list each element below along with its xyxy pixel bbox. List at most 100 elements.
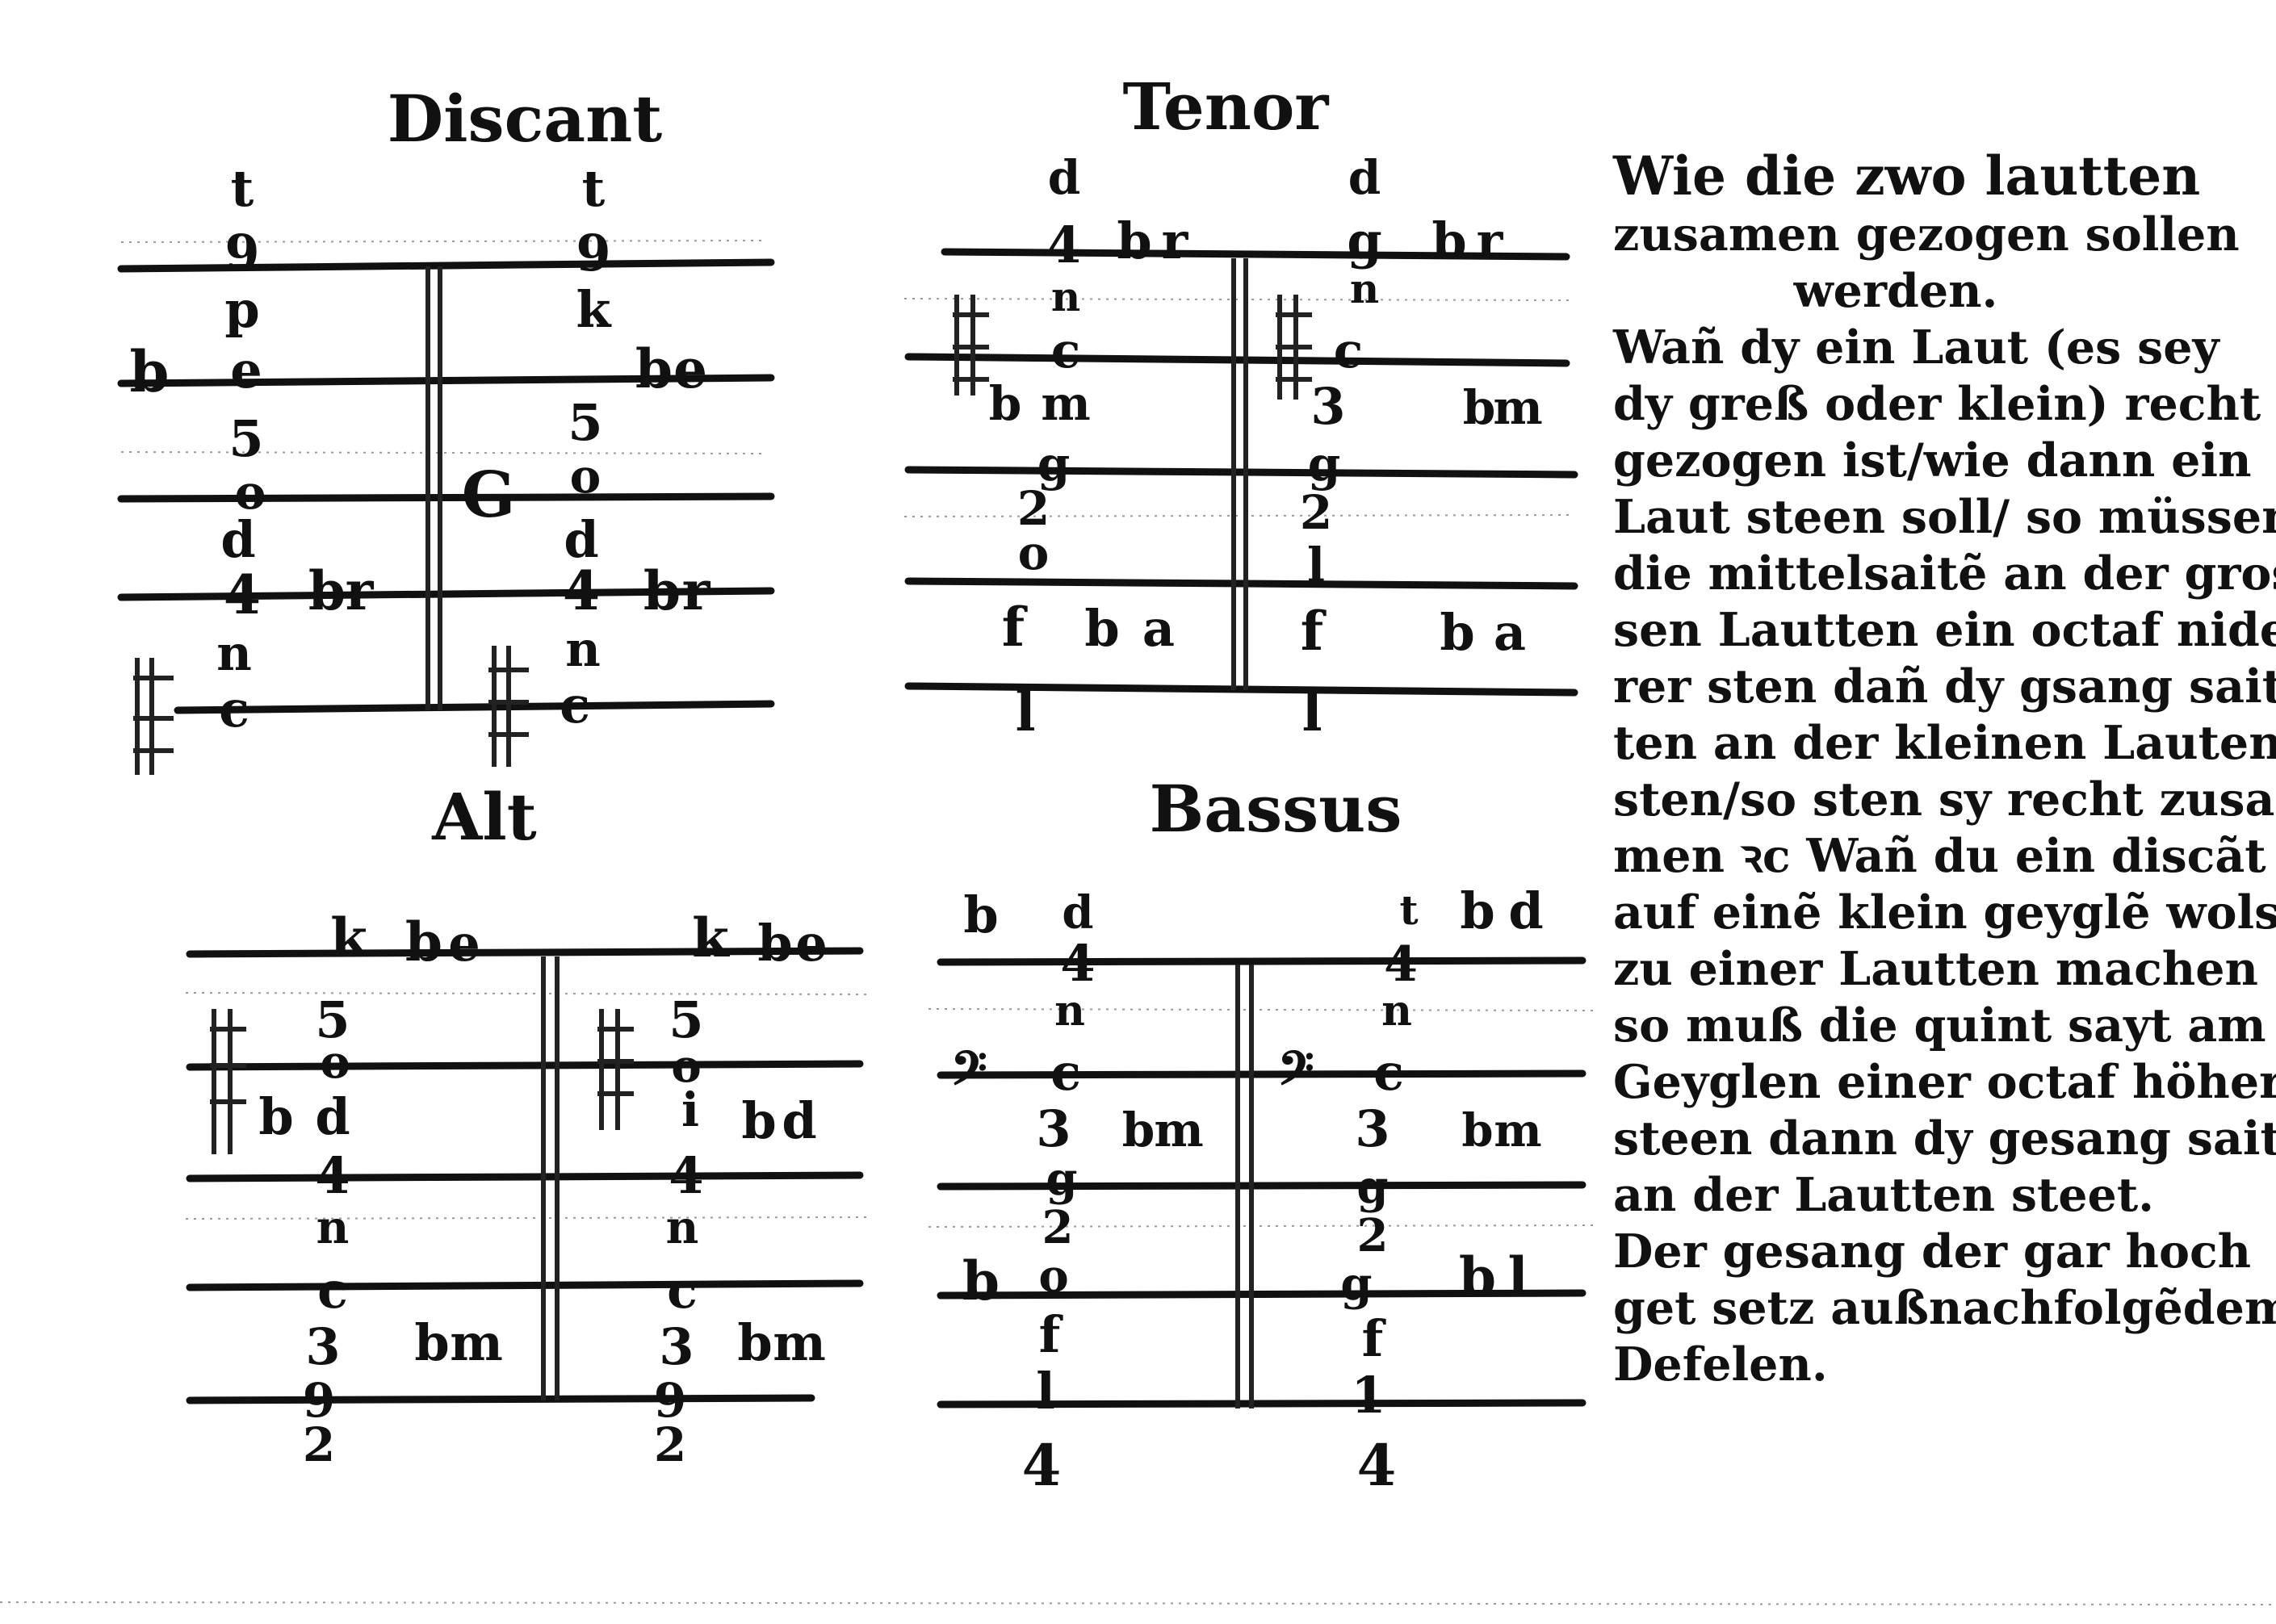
bassus-left-glyph: 4	[1060, 934, 1095, 993]
bassus-left-glyph: l	[1036, 1362, 1055, 1421]
bassus-left-glyph: b	[1122, 1103, 1155, 1157]
tenor-right-glyph: n	[1350, 265, 1379, 312]
alt-left-glyph: m	[450, 1313, 503, 1372]
diagram-discant: Discant t 9 p b e 5 o d 4 b r n c G	[117, 81, 775, 775]
tenor-right-glyph: b	[1463, 380, 1496, 435]
bassus-right-glyph: l	[1507, 1245, 1528, 1308]
bassus-left-glyph: g	[1046, 1153, 1077, 1206]
body-line: steen dann dy gesang sait	[1613, 1111, 2276, 1166]
alt-right-glyph: o	[671, 1040, 701, 1093]
tenor-right-glyph: 3	[1310, 377, 1345, 436]
discant-right-clef	[488, 646, 529, 767]
tenor-left-glyph: b	[1117, 211, 1151, 270]
body-line: sten/so sten sy recht zusam	[1613, 772, 2276, 827]
bassus-title: Bassus	[1150, 771, 1402, 847]
discant-left-glyph: 9	[224, 224, 259, 283]
alt-right-glyph: 5	[669, 990, 703, 1049]
bassus-left-glyph: o	[1038, 1249, 1068, 1303]
discant-left-glyph: 4	[224, 563, 261, 626]
alt-title: Alt	[431, 779, 536, 855]
bassus-right-glyph: 4	[1357, 1432, 1397, 1499]
instruction-text: Wie die zwo lautten zusamen gezogen soll…	[1613, 145, 2276, 1393]
discant-left-glyph: t	[231, 159, 254, 218]
alt-right-glyph: b	[741, 1091, 776, 1150]
body-line: so muß die quint sayt am	[1613, 998, 2266, 1053]
alt-left-glyph: o	[320, 1036, 350, 1089]
body-line: rer sten dañ dy gsang sait	[1613, 659, 2276, 714]
discant-mid-glyph: G	[462, 458, 516, 532]
bassus-right-clef: 𝄢	[1277, 1040, 1314, 1107]
discant-left-glyph: d	[220, 510, 255, 569]
tenor-left-glyph: n	[1051, 273, 1080, 320]
diagram-alt: Alt k b e 5 o b d 4 n c 3 b m 9 2	[186, 779, 864, 1472]
tenor-right-glyph: f	[1301, 600, 1327, 663]
tenor-left-glyph: r	[1162, 211, 1189, 270]
body-line: zu einer Lautten machen	[1613, 942, 2258, 996]
heading-line: zusamen gezogen sollen	[1613, 207, 2240, 262]
bassus-left-glyph: d	[1062, 886, 1093, 940]
tenor-right-glyph: c	[1334, 323, 1364, 379]
alt-left-glyph: b	[258, 1087, 293, 1146]
alt-right-glyph: b	[737, 1313, 772, 1372]
alt-left-glyph: b	[414, 1313, 449, 1372]
discant-left-glyph: n	[216, 626, 252, 682]
tenor-title: Tenor	[1123, 69, 1330, 144]
discant-right-glyph: o	[570, 449, 601, 504]
scan-noise	[0, 240, 2276, 1605]
alt-right-glyph: 9	[654, 1373, 686, 1428]
bassus-left-glyph: f	[1039, 1305, 1063, 1364]
tenor-right-clef	[1276, 295, 1312, 400]
diagram-tenor: Tenor d 4 b r n c b m g 2 o f b a l	[904, 69, 1578, 743]
body-line: auf einẽ klein geyglẽ wolst	[1613, 885, 2276, 940]
bassus-left-glyph: 2	[1042, 1201, 1074, 1254]
tenor-left-glyph: m	[1041, 376, 1090, 431]
bassus-left-glyph: m	[1154, 1103, 1203, 1157]
alt-right-glyph: c	[667, 1261, 698, 1320]
alt-left-glyph: 5	[315, 990, 350, 1049]
tenor-left-glyph: d	[1048, 150, 1081, 205]
tenor-right-glyph: r	[1477, 211, 1504, 270]
body-line: dy greß oder klein) recht	[1613, 377, 2261, 431]
alt-right-glyph: n	[666, 1201, 699, 1254]
tenor-right-glyph: b	[1431, 211, 1466, 270]
alt-right-glyph: i	[681, 1082, 699, 1137]
svg-text:𝄢: 𝄢	[1277, 1040, 1314, 1107]
discant-right-glyph: 9	[576, 224, 610, 283]
body-line: Geyglen einer octaf höher	[1613, 1055, 2276, 1109]
tenor-left-glyph: 4	[1046, 216, 1081, 274]
alt-right-glyph: e	[795, 914, 827, 973]
tenor-left-glyph: b	[1084, 599, 1119, 658]
bassus-right-glyph: 2	[1357, 1209, 1389, 1262]
discant-right-glyph: b	[643, 559, 681, 622]
discant-right-glyph: k	[576, 280, 613, 339]
alt-right-glyph: 4	[669, 1146, 703, 1205]
alt-left-glyph: k	[330, 906, 368, 969]
discant-right-glyph: e	[673, 337, 707, 400]
discant-right-glyph: 5	[568, 393, 602, 452]
alt-right-glyph: d	[782, 1091, 816, 1150]
discant-left-glyph: c	[219, 680, 249, 739]
bassus-right-glyph: f	[1362, 1309, 1386, 1368]
discant-right-glyph: d	[564, 510, 598, 569]
diagram-bassus: Bassus b d 4 n c 3 b m g 2 b o f l 4 𝄢 𝄢…	[937, 771, 1586, 1499]
tenor-right-glyph: a	[1494, 603, 1526, 662]
body-line: Der gesang der gar hoch	[1613, 1224, 2252, 1279]
bassus-right-glyph: t	[1399, 886, 1418, 934]
discant-left-glyph: 5	[228, 409, 263, 468]
discant-left-glyph: o	[235, 465, 266, 520]
alt-left-glyph: e	[448, 914, 480, 973]
alt-left-glyph: 4	[315, 1146, 350, 1205]
tenor-right-glyph: g	[1347, 211, 1381, 270]
bassus-right-glyph: b	[1461, 1104, 1493, 1157]
bassus-right-glyph: b	[1460, 881, 1494, 940]
discant-left-glyph: e	[230, 341, 262, 400]
tenor-left-clef	[953, 295, 989, 396]
bassus-left-glyph: b	[962, 1249, 1000, 1312]
tenor-left-glyph: b	[989, 376, 1022, 431]
tenor-right-glyph: l	[1307, 538, 1325, 592]
tenor-right-glyph: d	[1348, 150, 1381, 205]
bassus-right-glyph: b	[1459, 1245, 1496, 1308]
body-line: Defelen.	[1613, 1337, 1828, 1392]
